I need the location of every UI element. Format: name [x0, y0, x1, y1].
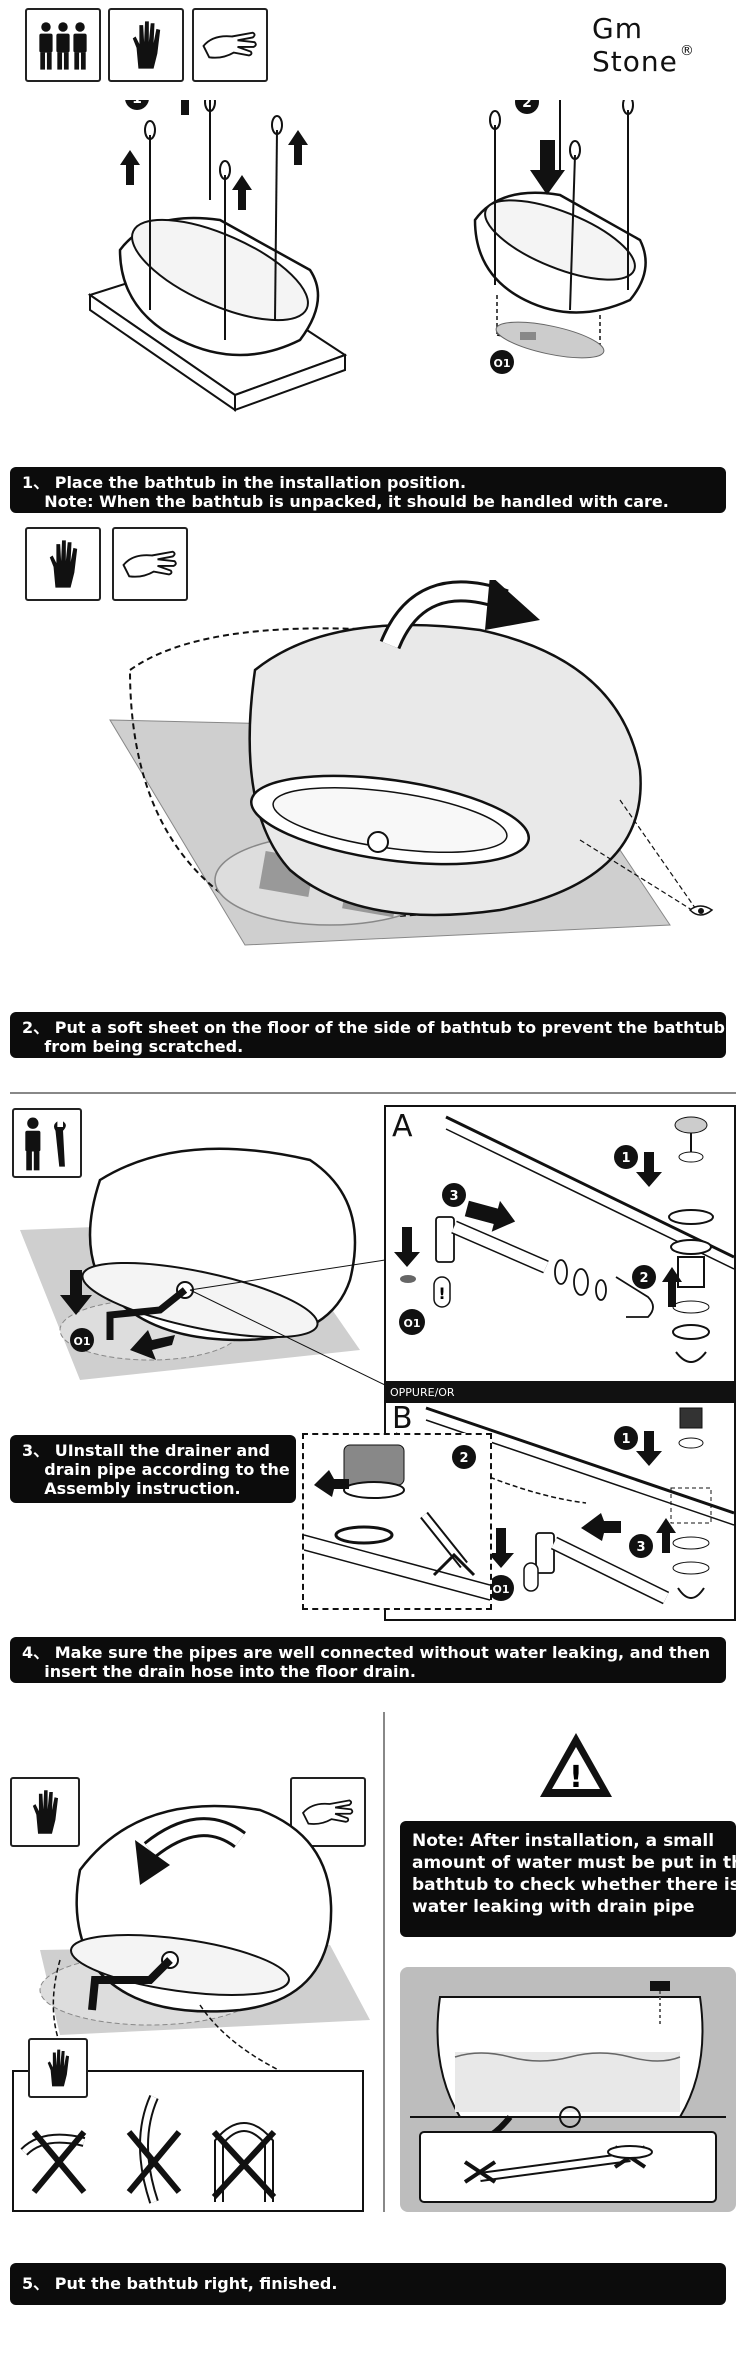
panel-a-callout-3: 3	[449, 1189, 458, 1204]
leak-check-warning: Note: After installation, a small amount…	[400, 1821, 750, 1937]
step-4-caption: 4、 Make sure the pipes are well connecte…	[10, 1637, 726, 1683]
step2-illustration	[109, 580, 714, 946]
hand-icon	[108, 8, 184, 82]
person-wrench-icon	[12, 1108, 82, 1178]
hand-icon-step2	[25, 527, 101, 601]
panel-b-label: B	[392, 1401, 413, 1436]
section-divider	[10, 1092, 736, 1094]
panel-b-callout-3: 3	[636, 1540, 645, 1555]
step-1-caption: 1、 Place the bathtub in the installation…	[10, 467, 726, 513]
warning-triangle-icon: !	[540, 1733, 612, 1797]
assembly-panel-a: A 1 2 3 ! O1	[384, 1105, 736, 1383]
warning-exclamation: !	[569, 1760, 583, 1795]
o1-label-step3: O1	[73, 1335, 90, 1348]
step5-left-illustration	[39, 1804, 370, 2080]
three-people-icon	[25, 8, 101, 82]
glove-icon-step2	[112, 527, 188, 601]
panel-a-label: A	[392, 1109, 413, 1144]
panel-a-callout-2: 2	[639, 1271, 648, 1286]
brand-logo: Gm Stone®	[592, 12, 695, 78]
step-3-caption: 3、 UInstall the drainer and drain pipe a…	[10, 1435, 296, 1503]
glove-icon	[192, 8, 268, 82]
hand-icon-step5	[10, 1777, 80, 1847]
step1-illustration: 1 2 O1	[87, 100, 647, 412]
panel-a-o1: O1	[403, 1317, 420, 1330]
step-5-caption: 5、 Put the bathtub right, finished.	[10, 2263, 726, 2305]
detail-callout-2: 2	[459, 1451, 468, 1466]
hose-check-panel	[12, 2038, 364, 2212]
panel-b-o1: O1	[492, 1583, 509, 1596]
step-2-caption: 2、 Put a soft sheet on the floor of the …	[10, 1012, 726, 1058]
water-test-illustration	[400, 1967, 736, 2212]
sealing-detail-box: 2	[302, 1433, 492, 1610]
callout-2: 2	[522, 100, 532, 111]
o1-label-step1: O1	[493, 357, 510, 370]
panel-a-callout-1: 1	[621, 1151, 630, 1166]
vertical-divider	[383, 1712, 385, 2212]
callout-1: 1	[132, 100, 142, 107]
hand-icon-hose	[28, 2038, 88, 2098]
panel-b-callout-1: 1	[621, 1432, 630, 1447]
step3-left-illustration: O1	[20, 1147, 386, 1386]
oppure-or-banner: OPPURE/OR	[384, 1383, 736, 1403]
panel-a-warning-mark: !	[438, 1284, 445, 1303]
